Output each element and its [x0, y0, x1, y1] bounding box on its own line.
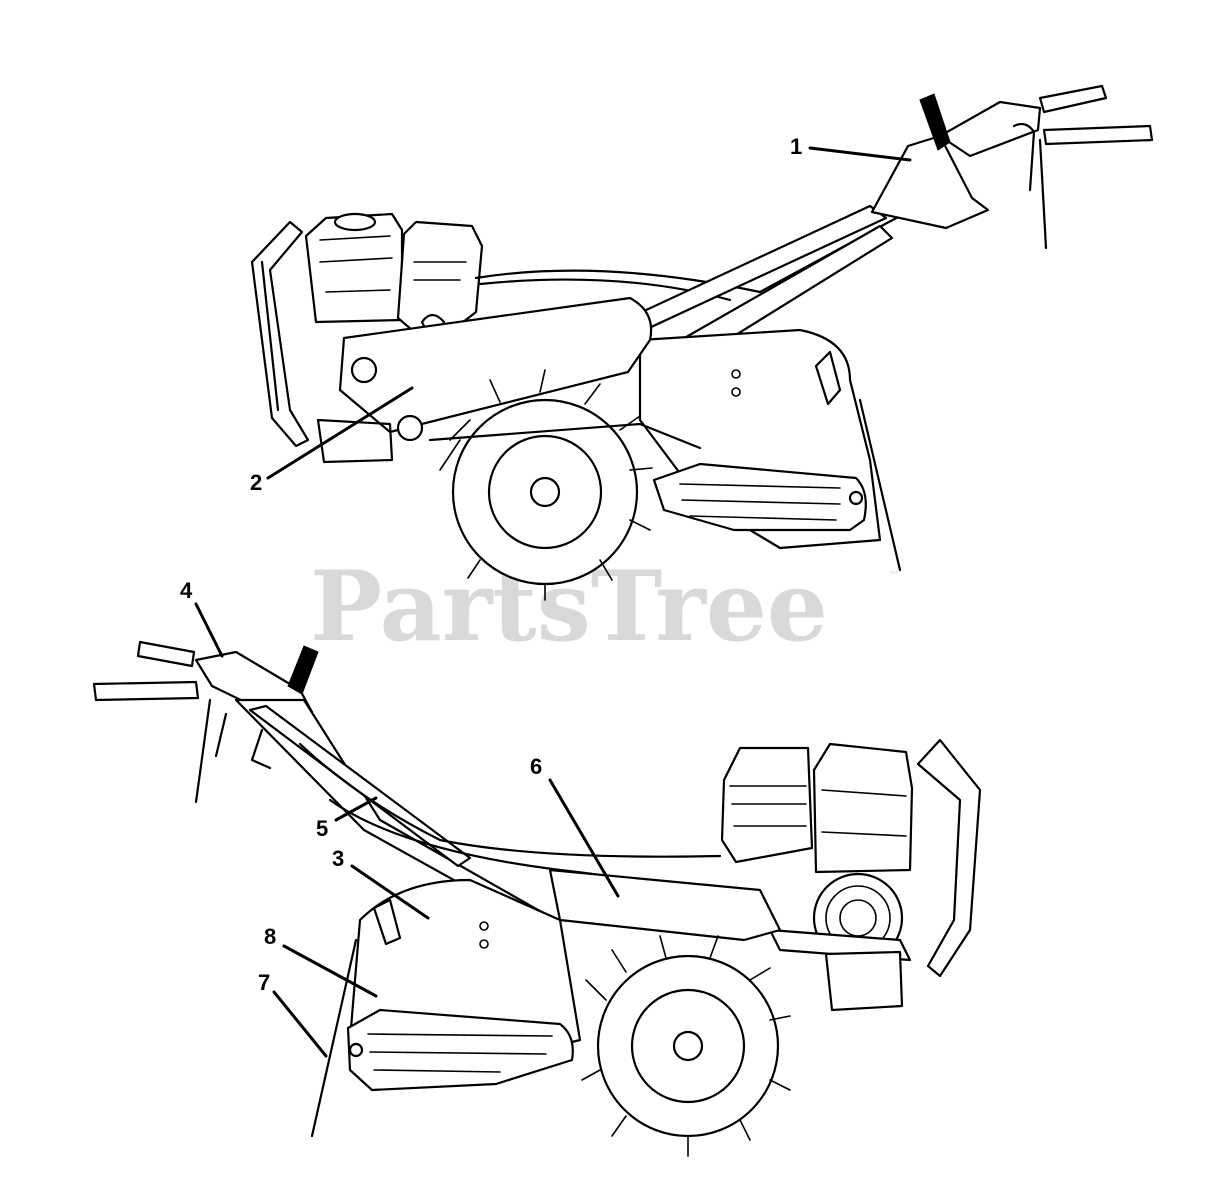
- callout-label-6: 6: [530, 754, 542, 779]
- callout-label-2: 2: [250, 470, 262, 495]
- callout-6: 6: [530, 754, 620, 898]
- callout-4: 4: [180, 578, 224, 658]
- callout-label-5: 5: [316, 816, 328, 841]
- callout-7: 7: [258, 970, 328, 1058]
- callout-label-8: 8: [264, 924, 276, 949]
- tiller-bottom-view: [92, 640, 982, 1157]
- callout-label-1: 1: [790, 134, 802, 159]
- tiller-top-view: [250, 84, 1154, 601]
- wheel-bottom: [581, 935, 791, 1157]
- callout-1: 1: [790, 134, 912, 162]
- callout-2: 2: [250, 386, 414, 495]
- wheel-top: [439, 369, 653, 601]
- callout-label-3: 3: [332, 846, 344, 871]
- callout-8: 8: [264, 924, 378, 998]
- callout-5: 5: [316, 796, 378, 841]
- callout-label-4: 4: [180, 578, 193, 603]
- watermark-trademark: ™: [888, 569, 900, 583]
- callout-3: 3: [332, 846, 430, 920]
- callout-label-7: 7: [258, 970, 270, 995]
